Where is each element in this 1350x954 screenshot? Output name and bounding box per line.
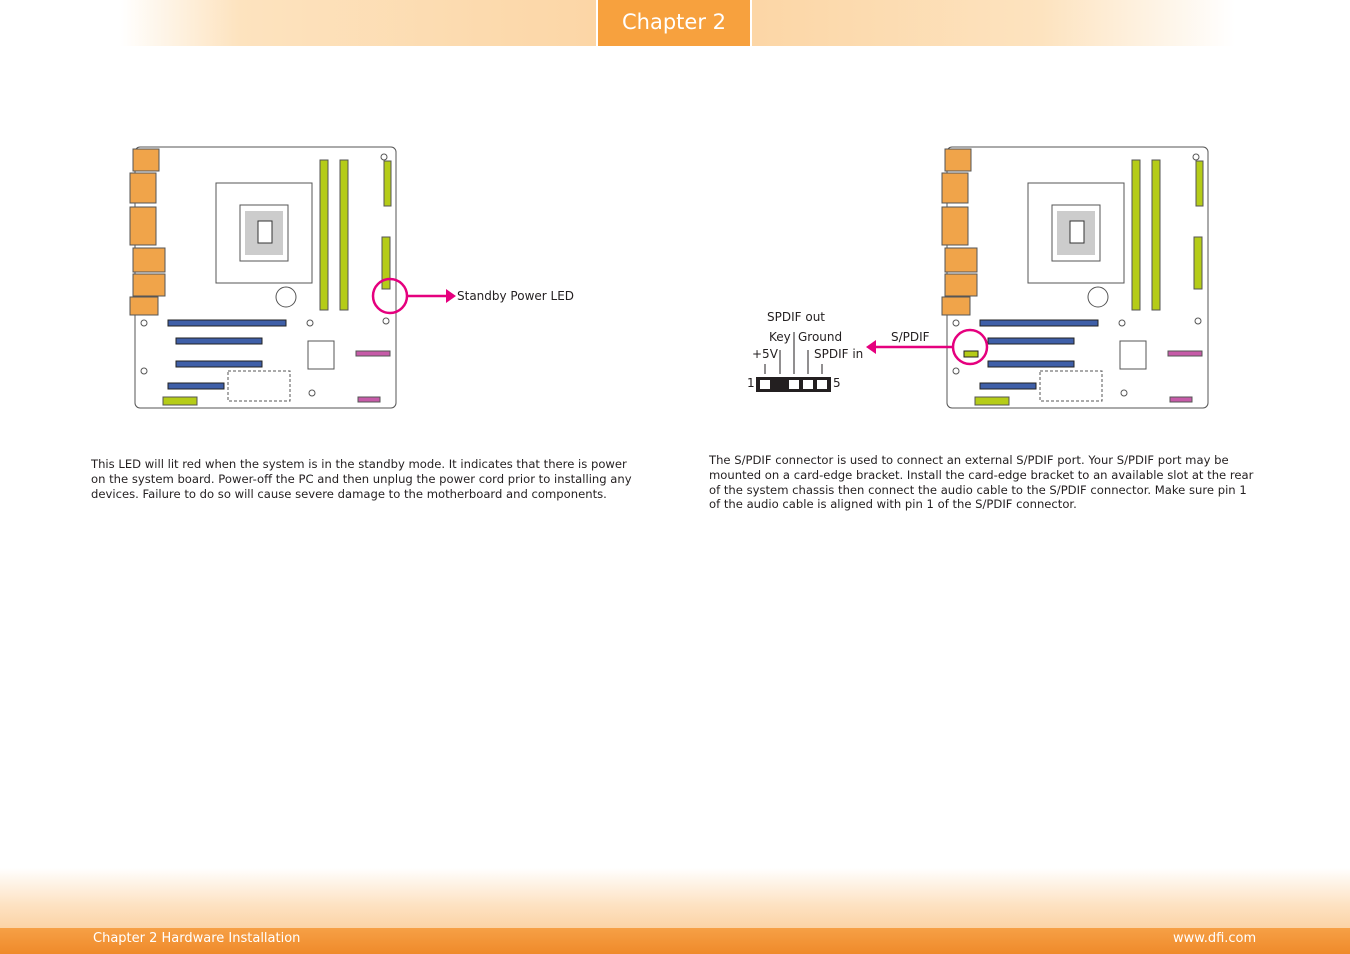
- paragraph-line: of the system chassis then connect the a…: [709, 482, 1247, 497]
- pin-label-plus5v: +5V: [752, 347, 778, 361]
- standby-power-led-label: Standby Power LED: [457, 289, 575, 303]
- paragraph-line: of the audio cable is aligned with pin 1…: [709, 497, 1077, 512]
- paragraph-line: The S/PDIF connector is used to connect …: [709, 453, 1229, 467]
- paragraph-line: mounted on a card-edge bracket. Install …: [709, 467, 1254, 482]
- footer-website: www.dfi.com: [1173, 931, 1257, 946]
- paragraph-line: on the system board. Power-off the PC an…: [91, 471, 632, 486]
- pin-label-spdif-in: SPDIF in: [814, 347, 864, 361]
- pin-number-1: 1: [747, 376, 755, 390]
- paragraph-line: This LED will lit red when the system is…: [91, 457, 627, 471]
- footer-band: [0, 868, 1350, 930]
- spdif-callout-label: S/PDIF: [891, 330, 930, 344]
- callout-arrow-right: [866, 328, 989, 366]
- paragraph-line: devices. Failure to do so will cause sev…: [91, 486, 607, 501]
- pin-number-5: 5: [833, 376, 841, 390]
- pin-label-spdif-out: SPDIF out: [767, 310, 826, 324]
- footer-chapter-title: Chapter 2 Hardware Installation: [93, 931, 301, 946]
- spdif-pin-header: [756, 332, 831, 392]
- callout-arrow-left: [371, 277, 456, 315]
- footer-bar: [0, 928, 1350, 954]
- standby-led-description: This LED will lit red when the system is…: [91, 457, 651, 501]
- header-band-right: [752, 0, 1235, 46]
- motherboard-diagram-left: [129, 146, 397, 409]
- spdif-description: The S/PDIF connector is used to connect …: [709, 453, 1269, 512]
- pin-label-ground: Ground: [798, 330, 843, 344]
- chapter-tab: Chapter 2: [598, 0, 750, 46]
- header-band-left: [120, 0, 596, 46]
- motherboard-diagram-right: [941, 146, 1209, 409]
- pin-label-key: Key: [769, 330, 791, 344]
